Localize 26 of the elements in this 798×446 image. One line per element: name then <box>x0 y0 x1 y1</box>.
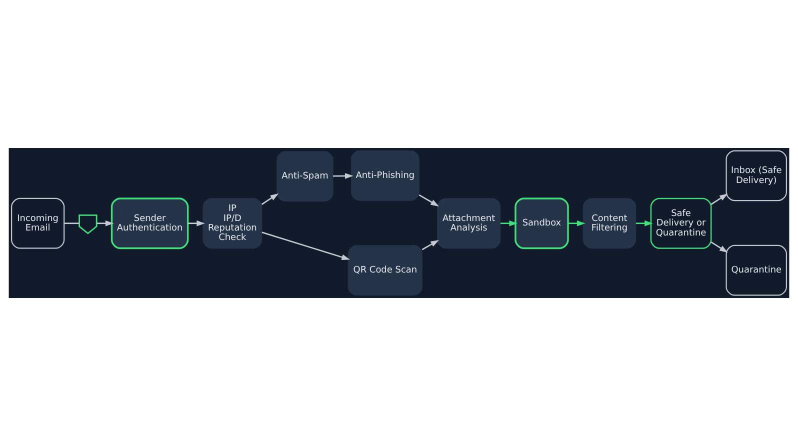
connector <box>64 222 80 224</box>
arrow <box>500 220 518 226</box>
arrow <box>568 220 586 226</box>
arrow <box>262 232 350 260</box>
node-box: Sender Authentication <box>110 198 189 250</box>
node-box: Anti-Phishing <box>350 150 420 201</box>
node-box: IP IP/D Reputation Check <box>202 198 262 249</box>
arrow <box>96 220 114 226</box>
arrow <box>418 194 439 206</box>
arrow <box>188 220 205 226</box>
node-box: Inbox (Safe Delivery) <box>726 150 787 202</box>
node-box: Incoming Email <box>11 198 65 249</box>
arrow <box>710 194 728 205</box>
node-box: Sandbox <box>514 198 569 250</box>
arrow <box>261 193 279 205</box>
arrow <box>636 220 653 226</box>
node-box: Content Filtering <box>582 198 636 249</box>
arrow <box>422 240 439 250</box>
node-box: Quarantine <box>726 244 787 296</box>
arrow <box>333 173 354 179</box>
node-box: Anti-Spam <box>276 151 334 202</box>
arrow <box>710 241 728 253</box>
node-shield <box>78 214 98 234</box>
node-box: QR Code Scan <box>348 245 422 296</box>
node-box: Safe Delivery or Quarantine <box>650 198 712 249</box>
node-box: Attachment Analysis <box>437 198 501 249</box>
